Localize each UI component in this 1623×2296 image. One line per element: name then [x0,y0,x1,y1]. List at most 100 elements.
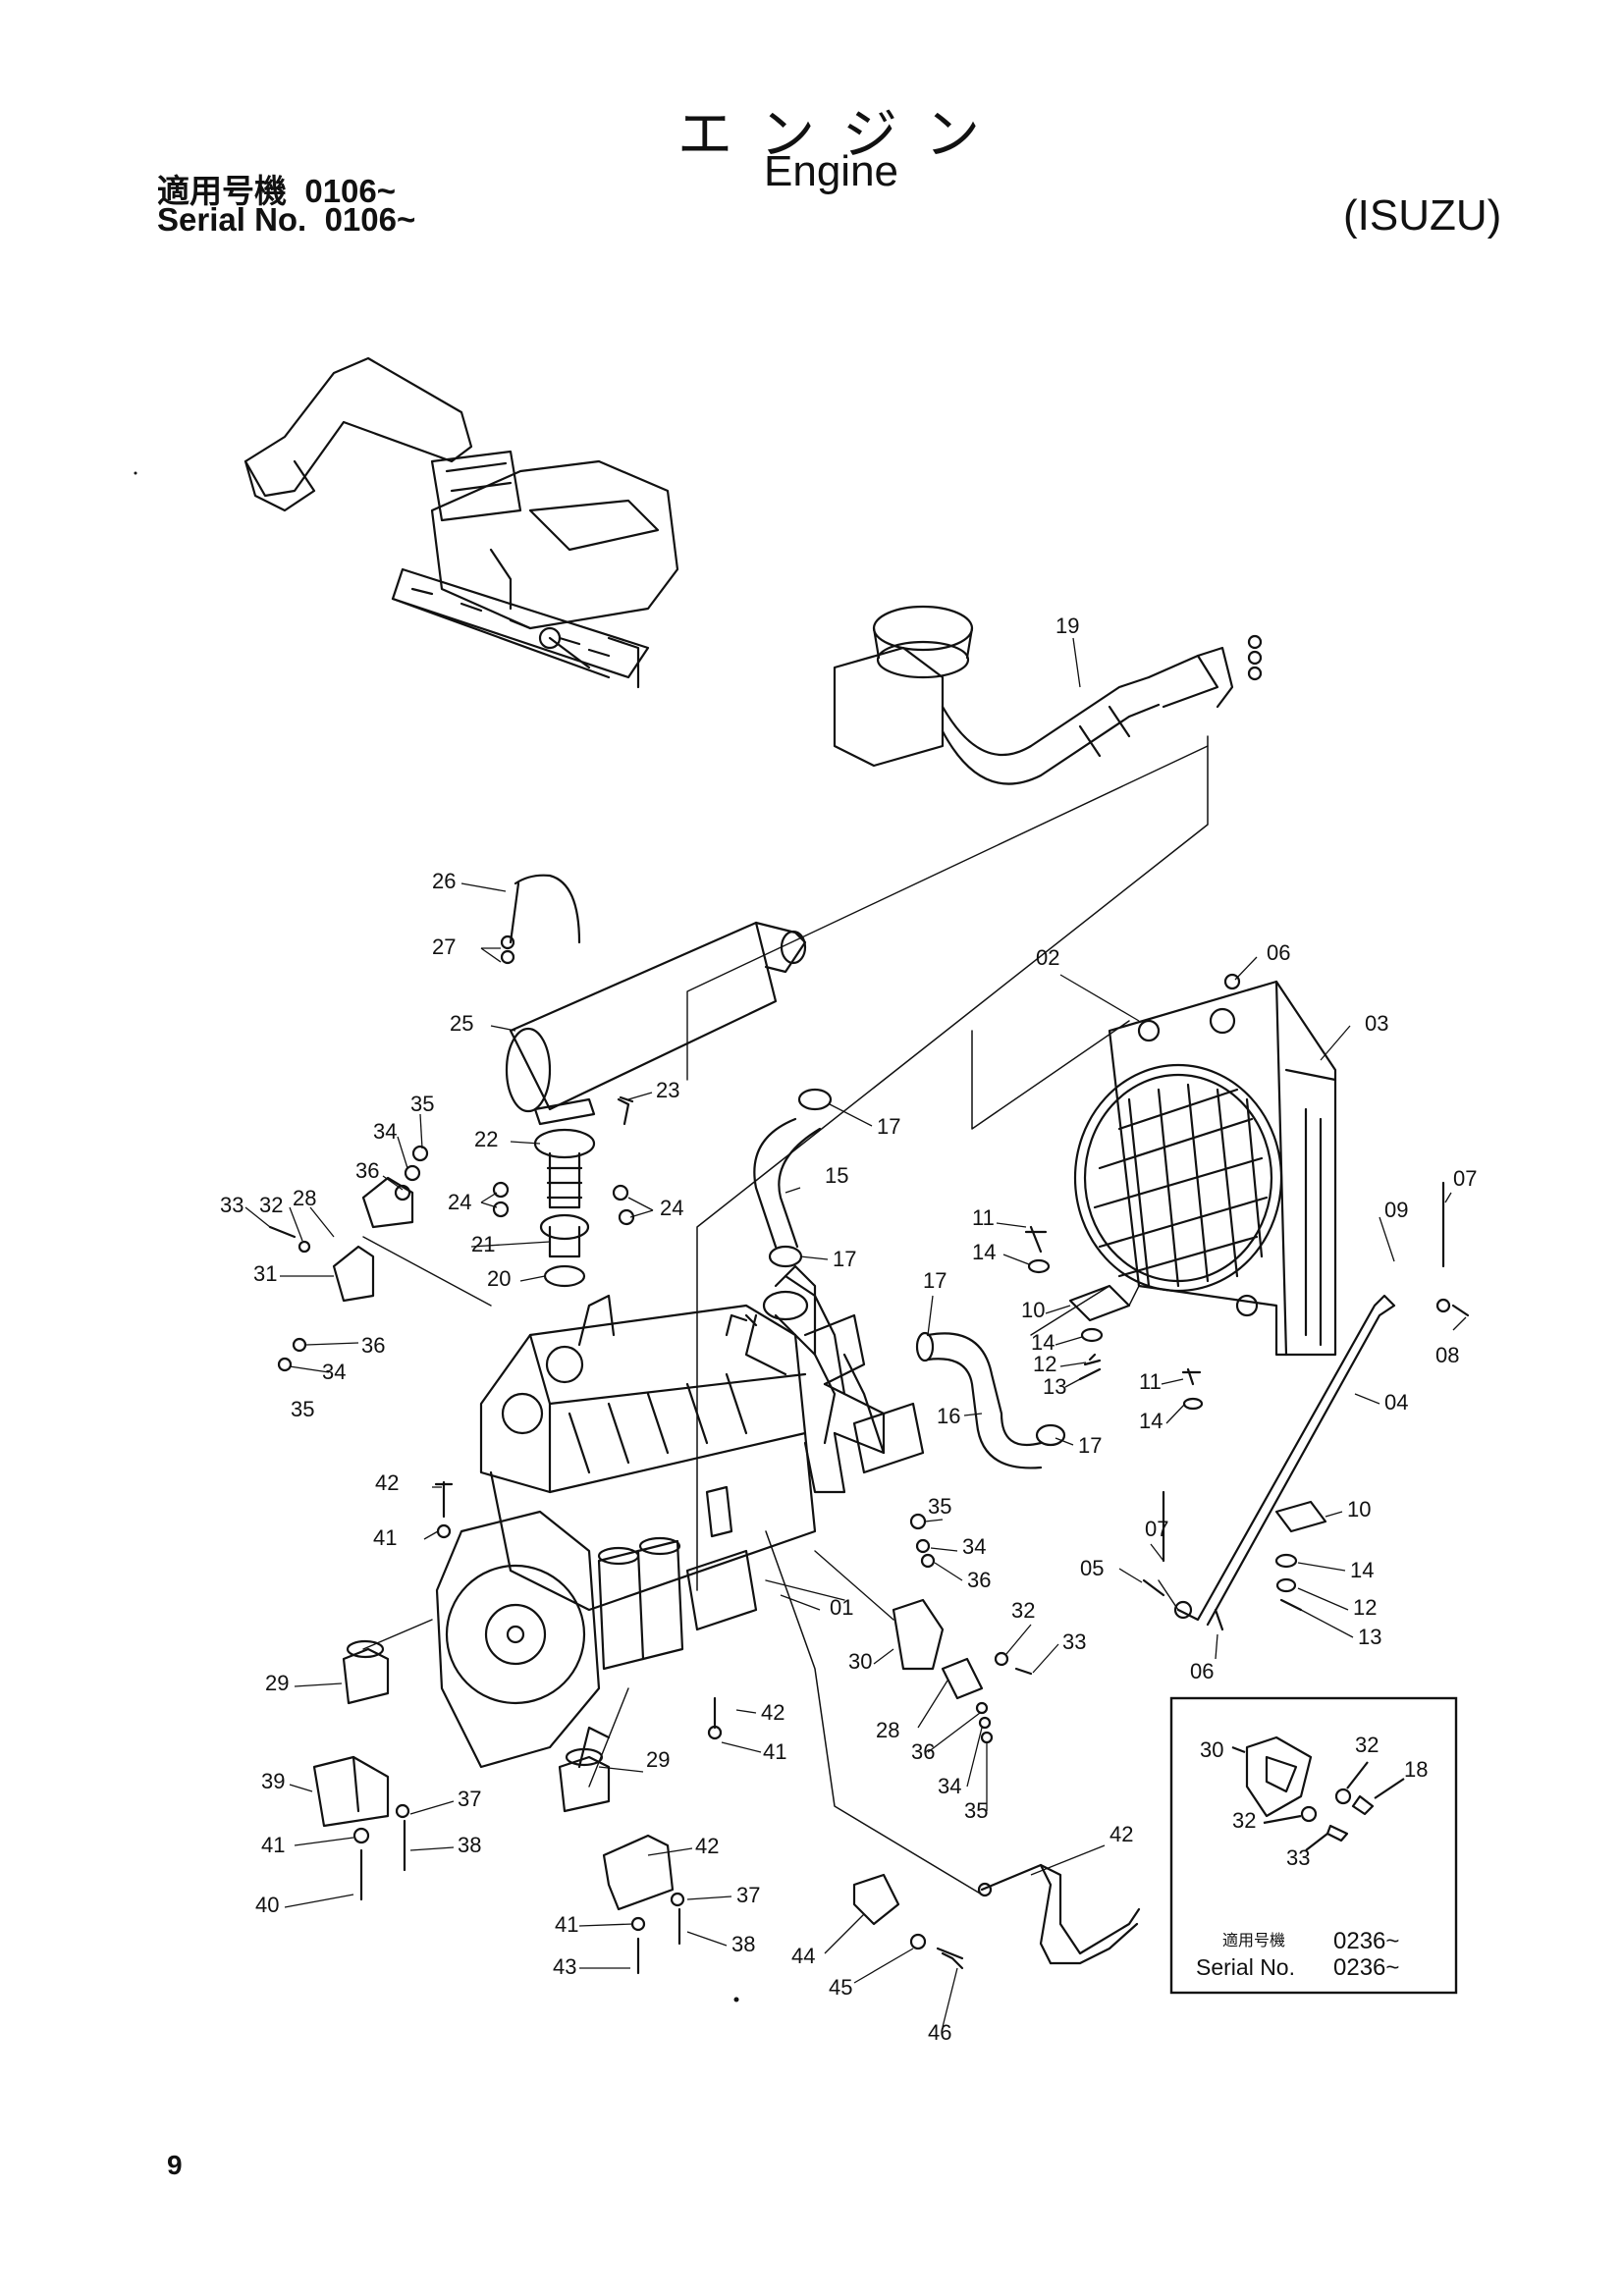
part-label-39: 39 [261,1769,285,1793]
part-label-41: 41 [261,1833,285,1857]
part-label-35: 35 [928,1494,951,1519]
cooling-fan [744,1264,886,1494]
inset-part-label-32: 32 [1232,1808,1256,1833]
part-label-42: 42 [695,1834,719,1858]
lower-hose [915,1331,1066,1469]
part-label-06: 06 [1267,940,1290,965]
part-label-42: 42 [761,1700,784,1725]
part-label-16: 16 [937,1404,960,1428]
part-label-46: 46 [928,2020,951,2045]
part-label-29: 29 [646,1747,670,1772]
upper-hose [753,1088,833,1268]
part-label-36: 36 [967,1568,991,1592]
part-label-11: 11 [1139,1369,1162,1394]
part-label-35: 35 [410,1092,434,1116]
page-title-japanese: エンジン [677,103,1007,167]
serial-value-japanese: 0106~ [304,173,397,209]
part-label-14: 14 [972,1240,996,1264]
part-label-41: 41 [555,1912,578,1937]
serial-value-english: 0106~ [324,201,416,238]
part-label-33: 33 [220,1193,243,1217]
inset-part-label-18: 18 [1404,1757,1428,1782]
part-label-02: 02 [1036,945,1059,970]
part-label-14: 14 [1350,1558,1374,1582]
part-label-21: 21 [471,1232,495,1256]
part-label-33: 33 [1062,1629,1086,1654]
part-label-22: 22 [474,1127,498,1151]
inset-serial-label-en: Serial No. [1196,1954,1295,1980]
leader-lines [362,745,1209,1788]
part-label-08: 08 [1435,1343,1459,1367]
part-label-13: 13 [1043,1374,1066,1399]
inset-part-label-33: 33 [1286,1845,1310,1870]
pipe-and-bracket [852,1863,1141,1970]
part-label-36: 36 [911,1739,935,1764]
part-label-35: 35 [964,1798,988,1823]
excavator-illustration [243,356,679,689]
part-label-04: 04 [1384,1390,1408,1415]
rubber-mounts-left [312,1639,410,1901]
part-label-24: 24 [448,1190,471,1214]
air-cleaner [833,605,1234,785]
part-label-27: 27 [432,934,456,959]
right-mount-bracket [892,1513,1033,1744]
part-label-43: 43 [553,1954,576,1979]
inset-serial-label-jp: 適用号機 [1222,1932,1285,1949]
part-label-17: 17 [1078,1433,1102,1458]
part-label-30: 30 [848,1649,872,1674]
part-label-01: 01 [830,1595,853,1620]
flywheel-housing [435,1510,611,1769]
part-label-14: 14 [1031,1330,1055,1355]
part-label-05: 05 [1080,1556,1104,1580]
part-label-07: 07 [1145,1517,1168,1541]
part-label-29: 29 [265,1671,289,1695]
serial-row-english: Serial No. 0106~ [157,201,415,239]
inset-box [1169,1696,1458,1995]
part-label-24: 24 [660,1196,683,1220]
part-label-34: 34 [373,1119,397,1144]
part-label-11: 11 [972,1205,995,1230]
part-label-37: 37 [458,1787,481,1811]
part-label-25: 25 [450,1011,473,1036]
part-label-28: 28 [293,1186,316,1210]
part-label-19: 19 [1055,614,1079,638]
part-label-14: 14 [1139,1409,1163,1433]
part-label-17: 17 [833,1247,856,1271]
part-label-10: 10 [1021,1298,1045,1322]
engine-block [479,1274,925,1612]
serial-label-english: Serial No. [157,201,307,238]
bolt-42-41-top [434,1480,454,1539]
part-label-26: 26 [432,869,456,893]
part-label-31: 31 [253,1261,277,1286]
part-label-15: 15 [825,1163,848,1188]
part-label-34: 34 [322,1360,346,1384]
part-label-41: 41 [763,1739,786,1764]
muffler [500,874,807,1113]
part-label-28: 28 [876,1718,899,1742]
page-number: 9 [167,2150,183,2180]
maker-label: (ISUZU) [1343,191,1502,240]
radiator [1073,973,1337,1357]
part-label-36: 36 [361,1333,385,1358]
part-label-42: 42 [1109,1822,1133,1846]
nut-stack-19 [1247,634,1263,681]
exhaust-elbow [492,1095,635,1288]
part-label-12: 12 [1033,1352,1056,1376]
part-label-32: 32 [259,1193,283,1217]
mount-pads [1024,1225,1327,1631]
inset-serial-value-en: 0236~ [1333,1954,1399,1981]
left-mount-bracket [268,1145,429,1372]
part-label-13: 13 [1358,1625,1381,1649]
oil-filters [597,1485,758,1671]
part-label-41: 41 [373,1525,397,1550]
part-label-38: 38 [458,1833,481,1857]
part-label-20: 20 [487,1266,511,1291]
part-label-10: 10 [1347,1497,1371,1522]
part-label-17: 17 [877,1114,900,1139]
part-label-06: 06 [1190,1659,1214,1683]
part-label-23: 23 [656,1078,679,1102]
serial-row-japanese: 適用号機 0106~ [157,165,396,212]
serial-label-japanese: 適用号機 [157,173,287,209]
part-label-03: 03 [1365,1011,1388,1036]
